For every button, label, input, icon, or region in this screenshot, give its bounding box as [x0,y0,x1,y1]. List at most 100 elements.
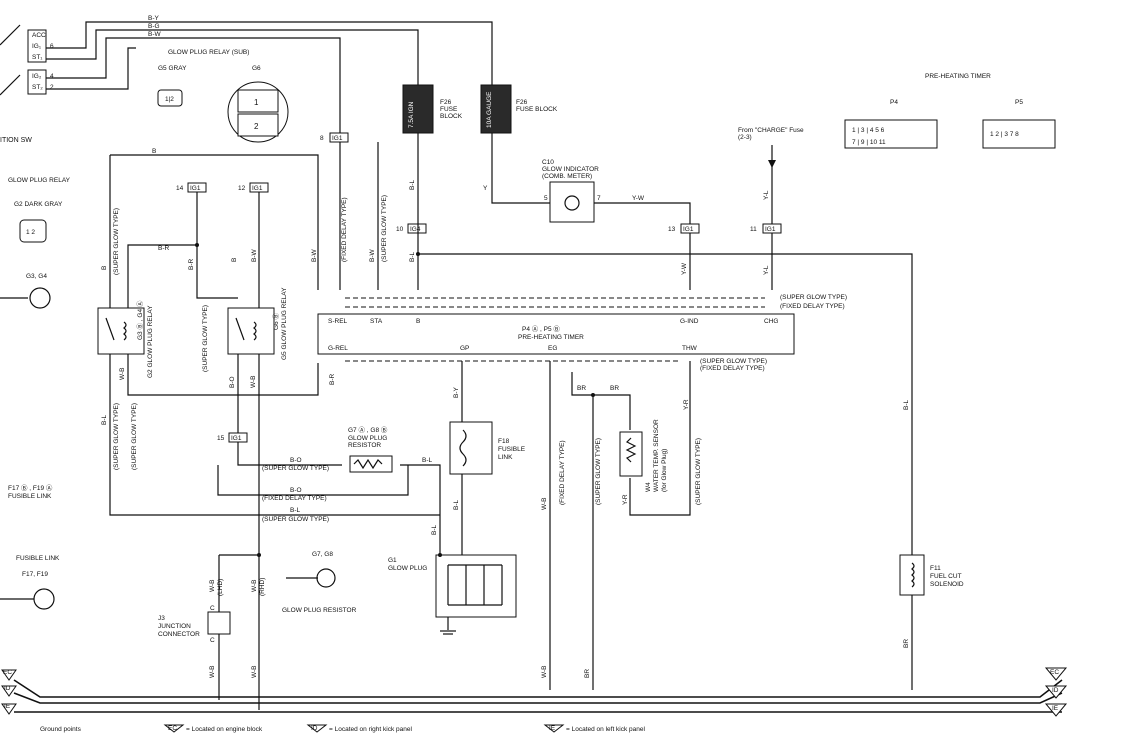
g5-label: G5 GRAY [158,65,187,72]
solenoid-name2: SOLENOID [930,581,964,588]
type-super-left: (SUPER GLOW TYPE) [113,208,120,275]
fl-name2: LINK [498,454,513,461]
fl-code: F18 [498,438,510,445]
svg-text:IG4: IG4 [410,226,421,233]
fuse-ign-rating: 7.5A IGN [408,101,415,128]
svg-text:15: 15 [217,435,225,442]
g5-conn-pins: 1|2 [165,96,174,103]
wire-bl-left: B-L [101,415,108,426]
ign-acc-label: ACC [32,32,46,39]
pre-heating-timer-title: PRE-HEATING TIMER [925,73,991,80]
fuse-ign-label: FUSE [440,106,458,113]
type-super-left3: (SUPER GLOW TYPE) [131,403,138,470]
fuse-gauge-code: F26 [516,99,528,106]
g6-label: G6 [252,65,261,72]
rhd-label: (RHD) [259,578,266,596]
type-fixed-srel: (FIXED DELAY TYPE) [341,197,348,262]
timer-chg: CHG [764,318,778,325]
type-super-bottom: (SUPER GLOW TYPE) [262,516,329,523]
wire-bo-res: B-O [290,457,302,464]
timer-code: P4 Ⓐ , P5 Ⓑ [522,325,560,333]
type-super-thw2: (SUPER GLOW TYPE) [695,438,702,505]
svg-text:14: 14 [176,185,184,192]
wire-bl-gp: B-L [431,525,438,536]
glow-plug-relay-sub [227,307,275,355]
ground-triangles: EC ID IE EC ID IE [1,667,1068,717]
timer-b: B [416,318,420,325]
wire-yr-thw: Y-R [683,399,690,410]
svg-text:8: 8 [320,135,324,142]
lhd-label: (LHD) [217,579,224,596]
g78-label: G7, G8 [312,551,333,558]
wire-br-eg: BR [577,385,586,392]
wire-wb-j: W-B [209,665,216,678]
fusible-title: FUSIBLE LINK [16,555,60,562]
fusible-left-codes: F17 Ⓑ , F19 Ⓐ [8,484,53,492]
junction-c-bottom: C [210,637,215,644]
g78-terminal-icon [316,568,336,588]
svg-text:ID: ID [4,685,11,692]
glow-plug-relay-title: GLOW PLUG RELAY [8,177,71,184]
svg-text:IE: IE [549,725,556,732]
water-temp-sensor: W4 WATER TEMP. SENSOR (for Glow Plug) [619,419,668,492]
fusible-codes: F17, F19 [22,571,48,578]
timer-sta: STA [370,318,383,325]
resistor-name: GLOW PLUG [348,435,387,442]
g2-conn-pins: 1 2 [26,229,35,236]
legend-id: = Located on right kick panel [329,726,412,733]
wire-br-eg2: BR [610,385,619,392]
fuse-gauge-label: FUSE BLOCK [516,106,558,113]
wire-yr-sensor: Y-R [622,494,629,505]
relay-label-g2: G2 GLOW PLUG RELAY [147,305,154,378]
svg-text:10: 10 [396,226,404,233]
indicator-pin7: 7 [597,195,601,202]
wire-by: B-Y [453,387,460,399]
relay-label-g6: G6 Ⓑ [272,313,280,330]
wire-wb-eg: W-B [541,497,548,510]
svg-text:EC: EC [1050,669,1059,676]
junction-name: JUNCTION [158,623,191,630]
wire-label-by: B-Y [148,15,160,22]
relay-sub-title: GLOW PLUG RELAY (SUB) [168,49,249,56]
type-super-eg: (SUPER GLOW TYPE) [595,438,602,505]
fuse-7-5a-ign: 7.5A IGN F26 FUSE BLOCK [402,84,463,134]
svg-text:IE: IE [1052,705,1059,712]
ignition-switch-label: ITION SW [0,137,32,144]
svg-text:IG1: IG1 [231,435,242,442]
wire-yw-gind: Y-W [681,262,688,275]
water-name: WATER TEMP. SENSOR [653,419,660,492]
g6-pin-2: 2 [254,122,259,131]
svg-text:IE: IE [4,703,11,710]
type-super-res: (SUPER GLOW TYPE) [262,465,329,472]
svg-text:11: 11 [750,226,757,233]
timer-eg: EG [548,345,557,352]
junction-c-top: C [210,605,215,612]
timer-grel: G-REL [328,345,348,352]
solenoid-name: FUEL CUT [930,573,962,580]
svg-text:ID: ID [1052,687,1059,694]
p4-pins-row2: 7 | 9 | 10 11 [852,139,886,146]
fuel-cut-solenoid: F11 FUEL CUT SOLENOID [899,554,964,596]
wire-bl-bottom: B-L [290,507,301,514]
g34-label: G3, G4 [26,273,47,280]
wire-bo-relay: B-O [229,376,236,388]
p5-pins: 1 2 | 3 7 8 [990,131,1019,138]
fusible-left-label: FUSIBLE LINK [8,493,52,500]
g2-connector-icon [19,219,47,243]
wire-label-bg: B-G [148,23,160,30]
glow-plug-relay [97,307,145,355]
wire-bw-srel: B-W [311,249,318,263]
type-super-sta: (SUPER GLOW TYPE) [381,195,388,262]
svg-text:IG1: IG1 [683,226,694,233]
glow-plug-resistor: G7 Ⓐ , G8 Ⓑ GLOW PLUG RESISTOR [348,426,393,473]
ign-st1-label: ST₁ [32,54,43,61]
wire-wb-relay2: W-B [250,375,257,388]
svg-text:IG1: IG1 [252,185,263,192]
timer-thw: THW [682,345,698,352]
svg-text:13: 13 [668,226,676,233]
ign-pin-4: 4 [50,73,54,80]
wire-b-relay: B [231,258,238,262]
svg-text:IG1: IG1 [190,185,201,192]
timer-gind: G-IND [680,318,699,325]
